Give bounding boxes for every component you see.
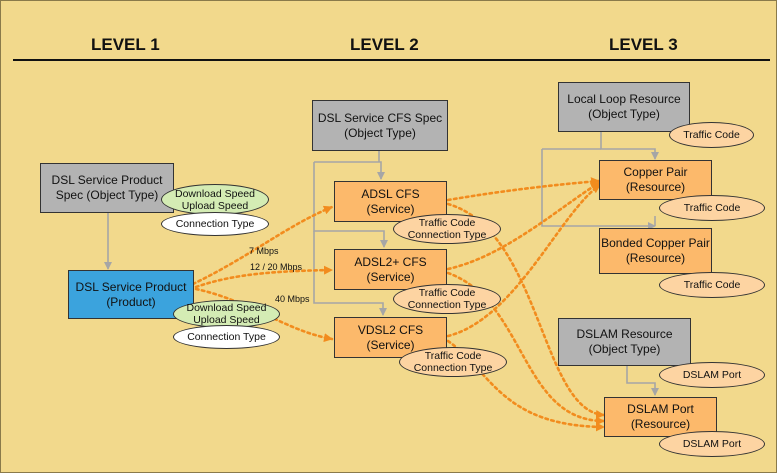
dsl-service-product-spec-box: DSL Service Product Spec (Object Type)	[40, 163, 174, 213]
dslam-res-connector	[626, 366, 659, 396]
oval-line: Traffic Code	[683, 129, 740, 141]
product-to-adsl2-link	[194, 265, 334, 289]
loop-to-copper-connector	[600, 132, 659, 160]
box-line-2: (Service)	[366, 201, 415, 216]
box-line-1: Bonded Copper Pair	[601, 236, 710, 250]
adsl-to-copper-link	[446, 177, 601, 202]
box-line-2: (Object Type)	[588, 342, 661, 356]
vdsl2-to-copper-link	[446, 183, 602, 338]
level-3-heading: LEVEL 3	[609, 35, 678, 54]
oval-line-1: Download Speed	[186, 302, 267, 314]
box-line-2: (Resource)	[625, 251, 686, 265]
spec-connection-type-characteristic: Connection Type	[161, 212, 269, 236]
oval-line-2: Upload Speed	[181, 199, 249, 212]
spec-speed-characteristics: Download Speed Upload Speed	[161, 184, 269, 215]
oval-line-2: Connection Type	[407, 229, 487, 241]
adsl2-plus-cfs-box: ADSL2+ CFS (Service)	[334, 249, 447, 290]
box-line-2: (Product)	[106, 294, 156, 309]
oval-line-1: Traffic Code	[418, 287, 476, 299]
oval-line-2: Connection Type	[407, 299, 487, 311]
local-loop-resource-box: Local Loop Resource (Object Type)	[558, 82, 690, 132]
oval-line: DSLAM Port	[682, 438, 742, 450]
copper-pair-box: Copper Pair (Resource)	[599, 160, 712, 200]
oval-line: Connection Type	[175, 218, 255, 230]
bonded-copper-pair-traffic-code: Traffic Code	[659, 272, 765, 298]
box-line-1: Local Loop Resource	[567, 92, 681, 106]
oval-line: Connection Type	[187, 331, 266, 343]
speed-label-adsl: 7 Mbps	[249, 246, 279, 256]
dsl-service-cfs-spec-box: DSL Service CFS Spec (Object Type)	[312, 100, 448, 151]
box-line-2: (Service)	[366, 269, 415, 284]
product-to-adsl-link	[191, 205, 334, 286]
box-line-1: DSLAM Port	[627, 402, 694, 416]
speed-label-adsl2: 12 / 20 Mbps	[250, 262, 303, 272]
speed-label-vdsl2: 40 Mbps	[275, 294, 310, 304]
dslam-port-box: DSLAM Port (Resource)	[604, 397, 717, 437]
box-line-2: (Object Type)	[344, 125, 416, 140]
box-line-2: Spec (Object Type)	[55, 188, 159, 202]
level-1-heading: LEVEL 1	[91, 35, 160, 54]
adsl-cfs-characteristics: Traffic Code Connection Type	[393, 214, 501, 244]
cfs-spec-to-vdsl2-connector	[313, 231, 387, 316]
box-line-2: (Service)	[366, 337, 415, 352]
oval-line-1: Download Speed	[175, 187, 255, 200]
oval-line-1: Traffic Code	[418, 217, 476, 229]
oval-line-1: Traffic Code	[424, 350, 482, 362]
product-connection-type-characteristic: Connection Type	[173, 325, 280, 349]
copper-pair-traffic-code: Traffic Code	[659, 195, 765, 221]
product-speed-characteristics: Download Speed Upload Speed	[173, 300, 280, 328]
box-line-1: VDSL2 CFS	[357, 322, 424, 337]
oval-line: Traffic Code	[683, 202, 741, 214]
oval-line-2: Upload Speed	[193, 314, 260, 326]
cfs-spec-to-adsl2-connector	[313, 162, 388, 248]
box-line-2: (Resource)	[630, 417, 691, 431]
box-line-1: DSLAM Resource	[576, 327, 673, 341]
box-line-1: ADSL2+ CFS	[354, 254, 427, 269]
box-line-1: DSL Service CFS Spec	[317, 110, 443, 125]
local-loop-traffic-code: Traffic Code	[669, 122, 754, 148]
oval-line: DSLAM Port	[682, 369, 742, 381]
box-line-2: (Resource)	[625, 180, 686, 194]
oval-line: Traffic Code	[683, 279, 741, 291]
loop-to-bonded-connector	[541, 148, 655, 226]
cfs-spec-to-adsl-connector	[314, 161, 385, 180]
dslam-resource-port-characteristic: DSLAM Port	[659, 362, 765, 388]
box-line-2: (Object Type)	[588, 107, 660, 121]
box-line-1: Copper Pair	[623, 165, 688, 179]
adsl2-plus-cfs-characteristics: Traffic Code Connection Type	[393, 284, 501, 314]
adsl2-to-copper-link	[446, 181, 601, 271]
box-line-1: DSL Service Product	[75, 279, 187, 294]
bonded-copper-pair-box: Bonded Copper Pair (Resource)	[599, 228, 712, 274]
product-to-vdsl2-link	[194, 287, 334, 343]
box-line-1: ADSL CFS	[361, 186, 420, 201]
box-line-1: DSL Service Product	[51, 173, 163, 187]
vdsl2-cfs-characteristics: Traffic Code Connection Type	[399, 347, 507, 377]
oval-line-2: Connection Type	[413, 362, 493, 374]
dslam-port-characteristic: DSLAM Port	[659, 431, 765, 457]
header-divider	[13, 59, 770, 61]
level-2-heading: LEVEL 2	[350, 35, 419, 54]
dslam-resource-box: DSLAM Resource (Object Type)	[558, 318, 691, 366]
